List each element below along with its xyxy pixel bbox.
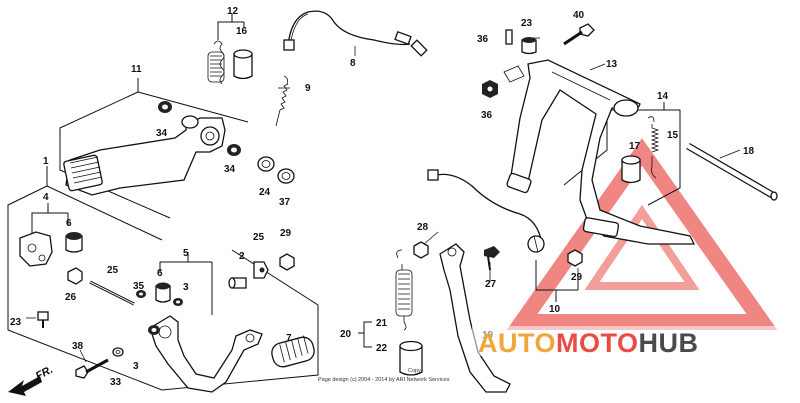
callout-18: 18 <box>743 146 755 157</box>
copyright-line-1: Copy <box>408 368 421 374</box>
callout-1: 1 <box>43 156 49 167</box>
callout-2: 2 <box>239 251 245 262</box>
seal-3b-icon <box>148 325 160 335</box>
clip-37-icon <box>503 29 525 83</box>
callout-9: 9 <box>305 83 311 94</box>
nut-31-icon <box>413 241 429 259</box>
leader-lines <box>26 37 741 363</box>
spring-21-icon <box>395 249 413 331</box>
callout-39: 38 <box>72 341 84 352</box>
main-stand-13-icon <box>506 59 696 245</box>
callout-33: 33 <box>110 377 122 388</box>
callout-12: 12 <box>227 6 239 17</box>
watermark-text: AUTOMOTOHUB <box>478 328 699 358</box>
nut-30-icon <box>67 267 83 285</box>
shaft-18-icon <box>686 142 778 201</box>
collar-23-icon <box>521 37 537 55</box>
cable-10-icon <box>427 169 545 253</box>
callout-16: 16 <box>236 26 248 37</box>
seal-3a-icon <box>173 298 183 306</box>
callout-32: 29 <box>280 228 292 239</box>
nut-36-icon <box>482 80 498 98</box>
nut-29-icon <box>567 249 583 267</box>
nut-32-icon <box>279 253 295 271</box>
bolt-26-icon <box>37 311 49 328</box>
washer-35-icon <box>136 290 146 298</box>
callout-24: 24 <box>259 187 271 198</box>
callout-26: 23 <box>10 317 22 328</box>
callout-5: 5 <box>183 248 189 259</box>
collar-17-icon <box>621 155 641 184</box>
bolt-40-icon <box>563 23 595 46</box>
return-spring-12-icon <box>207 40 225 85</box>
callout-21: 21 <box>376 318 388 329</box>
watermark-part-auto: AUTO <box>478 328 556 358</box>
collar-16-icon <box>233 49 253 80</box>
front-direction-arrow-icon <box>8 376 42 396</box>
callout-3a: 3 <box>183 282 189 293</box>
shift-pedal-5-icon <box>149 315 263 393</box>
callout-4: 4 <box>43 192 49 203</box>
callout-10: 10 <box>549 304 561 315</box>
collar-22-icon <box>399 340 423 376</box>
callout-30: 26 <box>65 292 77 303</box>
callout-6b: 6 <box>157 268 163 279</box>
brake-cable-8-icon <box>283 10 428 57</box>
rod-27-icon <box>89 280 135 306</box>
clip-25-icon <box>253 261 269 279</box>
callout-7: 7 <box>286 333 292 344</box>
callout-labels: 1 12 16 8 9 11 34 34 24 37 4 6 26 25 5 6… <box>10 6 755 388</box>
bolt-39-icon <box>75 358 109 379</box>
spring-9-icon <box>275 75 289 127</box>
washer-24-icon <box>257 156 275 172</box>
watermark-part-hub: HUB <box>639 328 699 358</box>
callout-34b: 34 <box>224 164 236 175</box>
callout-11: 11 <box>131 64 142 75</box>
watermark-triangle-icon <box>506 138 778 330</box>
callout-28: 27 <box>485 279 497 290</box>
pin-2-icon <box>228 277 247 289</box>
callout-14: 14 <box>657 91 669 102</box>
pedal-tread-icon <box>63 154 103 192</box>
collar-6a-icon <box>65 232 83 253</box>
callout-37: 36 <box>477 34 489 45</box>
callout-31: 28 <box>417 222 429 233</box>
callout-23: 23 <box>521 18 533 29</box>
copyright-line-2: Page design (c) 2004 - 2014 by ARI Netwo… <box>318 377 450 383</box>
callout-34a: 34 <box>156 128 168 139</box>
callout-40: 40 <box>573 10 585 21</box>
pedal-rubber-7-icon <box>271 335 315 368</box>
callout-22: 22 <box>376 343 388 354</box>
callout-27: 25 <box>107 265 119 276</box>
spring-15-icon <box>647 116 660 179</box>
callout-29: 29 <box>571 272 583 283</box>
callout-35: 35 <box>133 281 145 292</box>
callout-20: 20 <box>340 329 352 340</box>
callout-38: 37 <box>279 197 291 208</box>
callout-25: 25 <box>253 232 265 243</box>
side-stand-19-icon <box>439 243 511 393</box>
callout-6a: 6 <box>66 218 72 229</box>
collar-38-icon <box>277 168 295 184</box>
callout-36: 36 <box>481 110 493 121</box>
callout-17: 17 <box>629 141 641 152</box>
callout-8: 8 <box>350 58 356 69</box>
callout-15: 15 <box>667 130 679 141</box>
oil-seal-34-icon <box>158 101 241 156</box>
watermark-logo: AUTOMOTOHUB <box>472 326 798 358</box>
brake-pedal-arm <box>63 115 226 196</box>
front-direction-label: FR. <box>34 364 55 383</box>
callout-13: 13 <box>606 59 618 70</box>
collar-6b-icon <box>155 282 171 303</box>
bolt-28-icon <box>484 246 500 271</box>
callout-3b: 3 <box>133 361 139 372</box>
shift-bracket-4-icon <box>19 231 53 267</box>
watermark-part-moto: MOTO <box>556 328 639 358</box>
washer-33-icon <box>112 347 124 357</box>
